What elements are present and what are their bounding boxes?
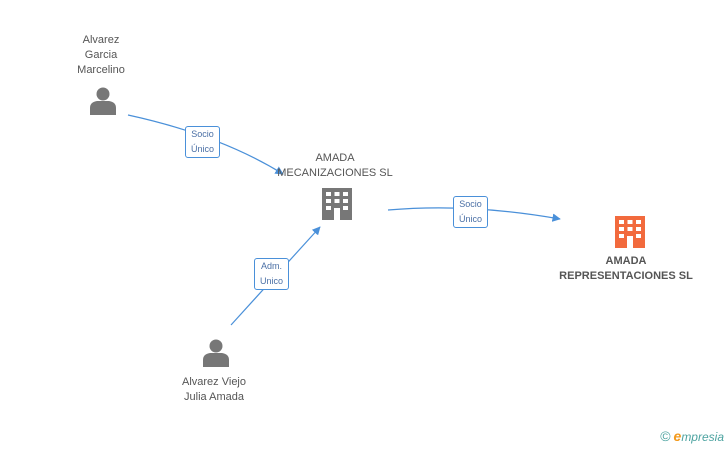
node-label-person2[interactable]: Alvarez Viejo Julia Amada (182, 376, 246, 403)
building-icon[interactable] (322, 188, 352, 220)
copyright-icon: © (660, 428, 671, 444)
building-icon-main[interactable] (615, 216, 645, 248)
brand-name: mpresia (681, 430, 724, 444)
edge-label-socio-unico: Socio Único (185, 126, 221, 158)
empresia-watermark: ©empresia (660, 428, 724, 444)
node-label-company2[interactable]: AMADA REPRESENTACIONES SL (559, 255, 693, 282)
node-label-company1[interactable]: AMADA MECANIZACIONES SL (277, 152, 393, 179)
edge-label-socio-unico-2: Socio Único (453, 196, 489, 228)
brand-initial: e (673, 428, 682, 444)
person-icon[interactable] (90, 87, 116, 116)
person-icon[interactable] (203, 339, 229, 368)
node-label-person1[interactable]: Alvarez Garcia Marcelino (77, 34, 125, 76)
edge-label-adm-unico: Adm. Unico (254, 258, 290, 290)
